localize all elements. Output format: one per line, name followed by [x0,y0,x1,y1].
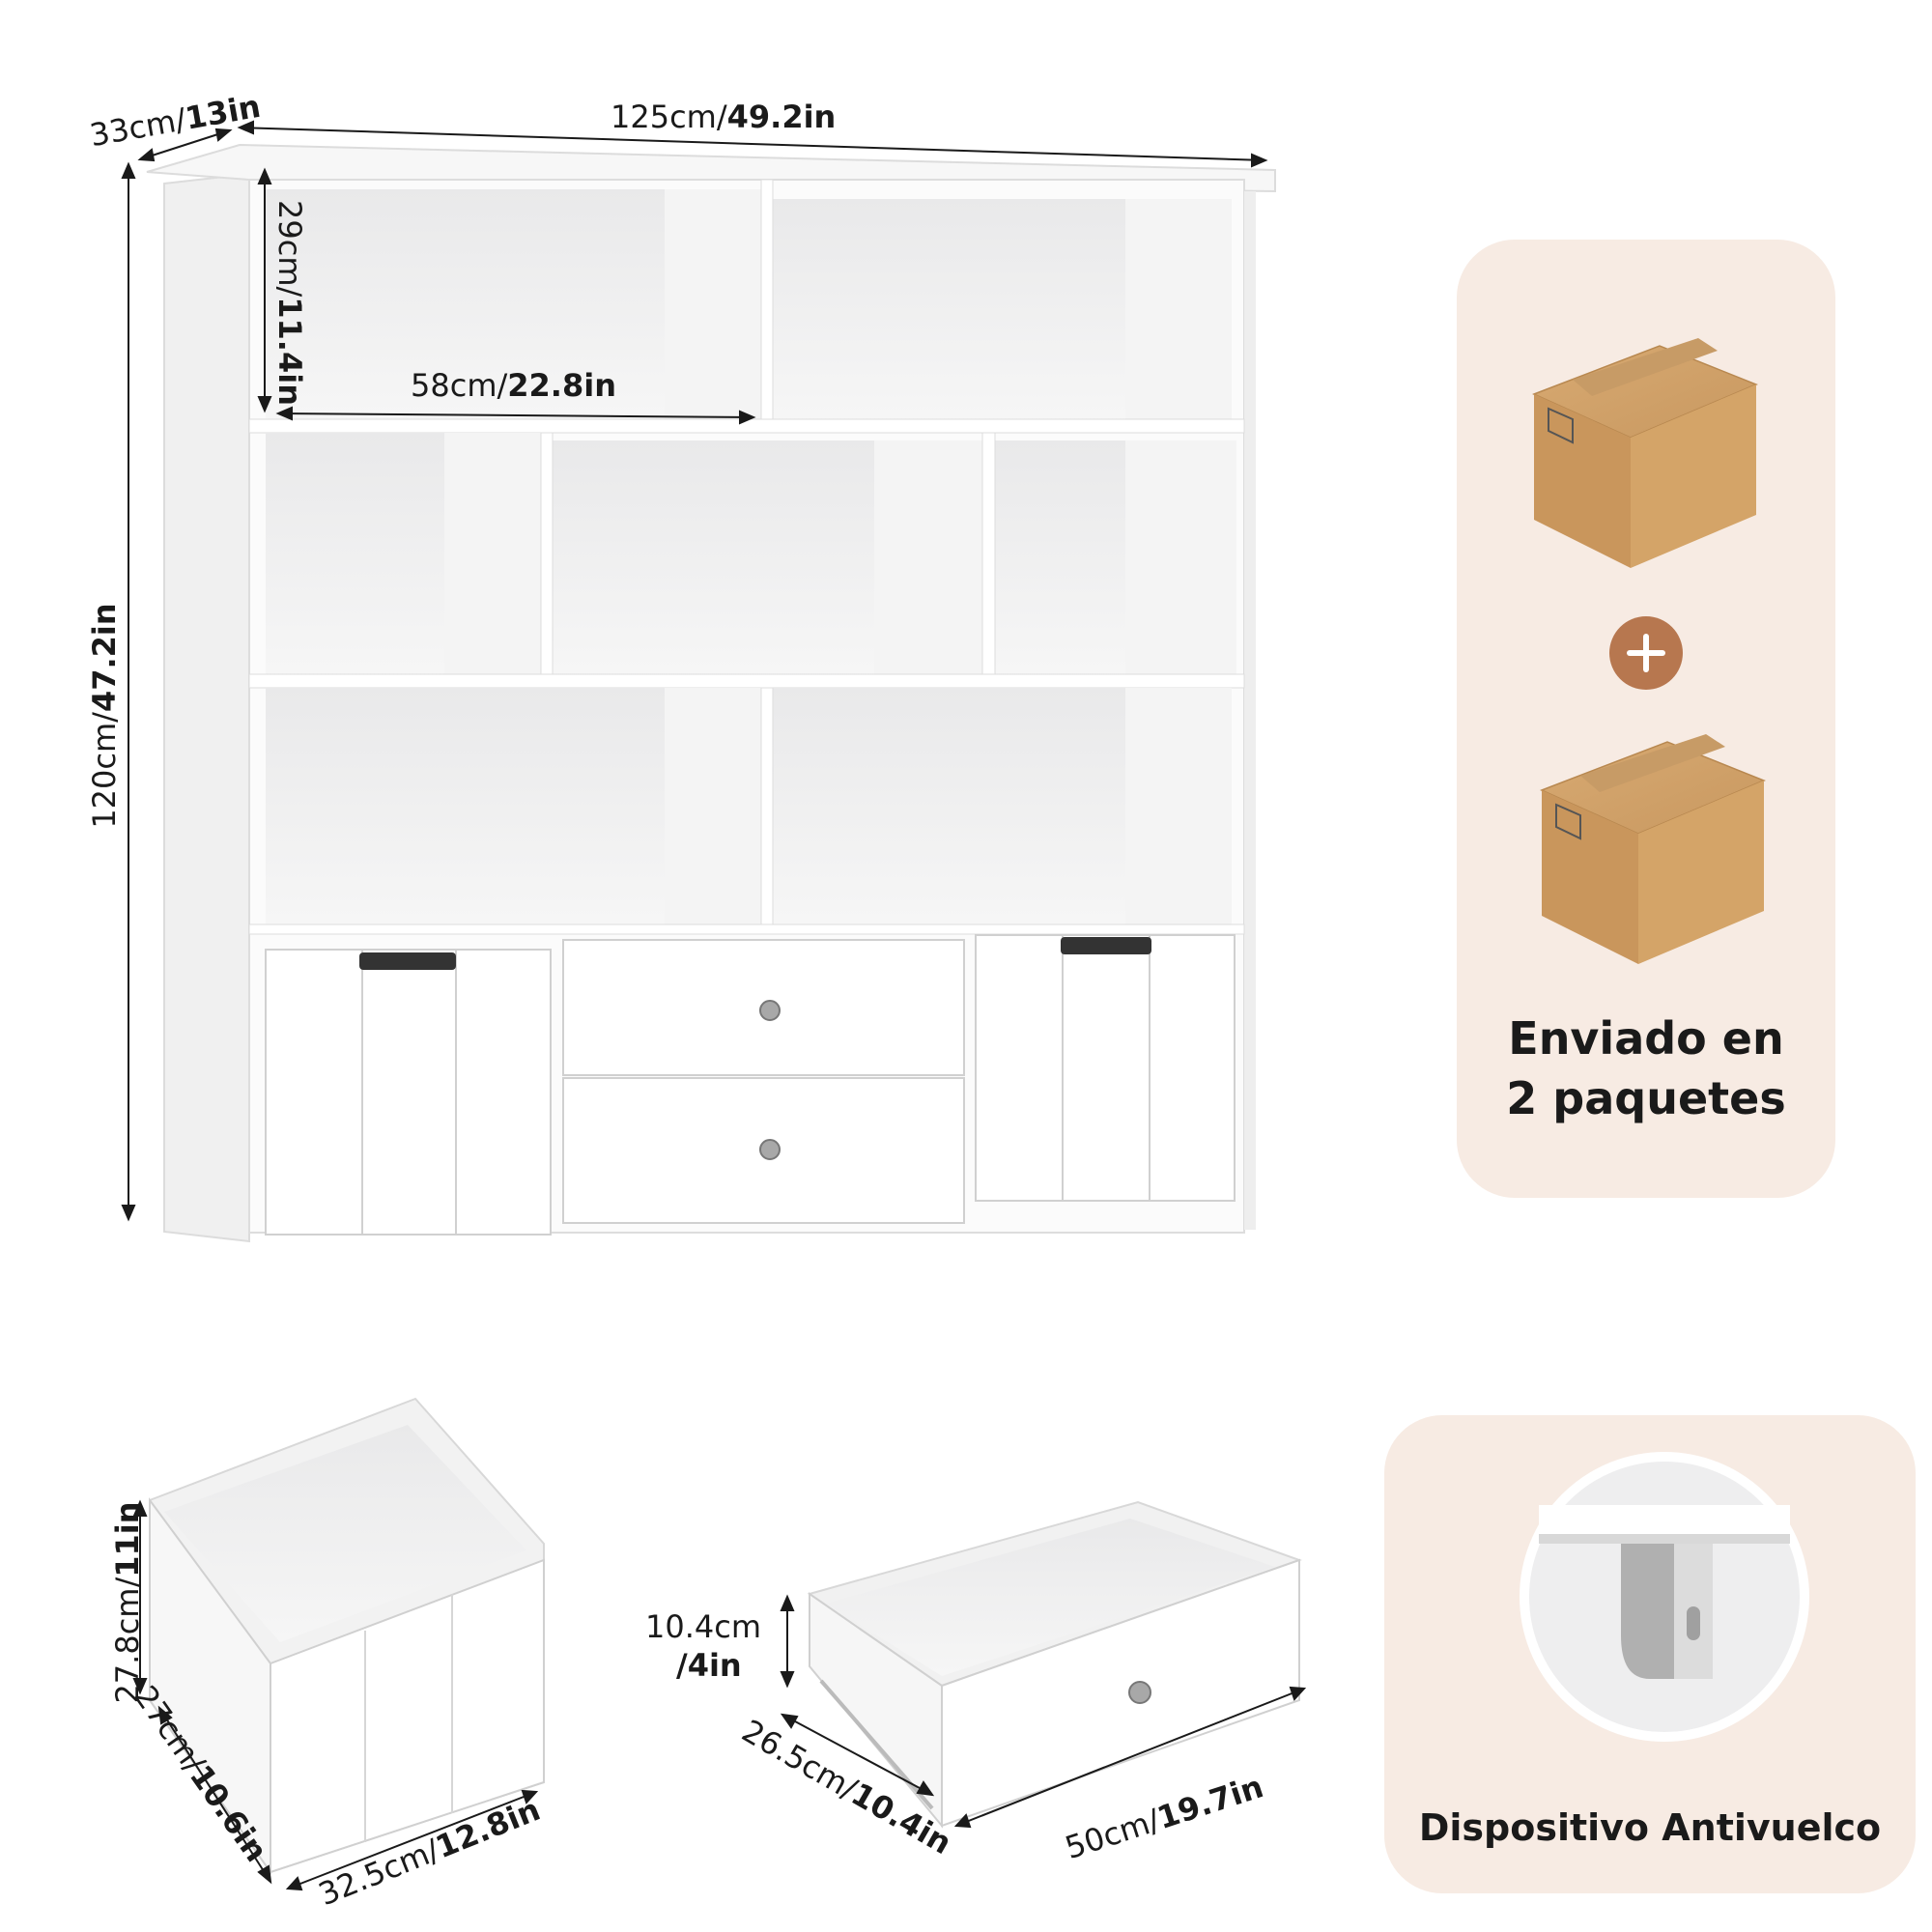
drawer-height-inch-label: /4in [676,1647,742,1684]
anti-tip-label: Dispositivo Antivuelco [1418,1806,1882,1849]
cube-width-dimension-label: 58cm/22.8in [411,367,616,404]
center-drawer-top [562,939,965,1076]
cardboard-box-icon [1540,734,1766,964]
anti-tip-card: Dispositivo Antivuelco [1384,1415,1916,1893]
bin-height-dimension-label: 27.8cm/11in [109,1501,146,1704]
drawer-height-dimension-label: 10.4cm [645,1608,762,1645]
shipping-line-2: 2 paquetes [1506,1072,1786,1124]
shipping-info-card: Enviado en 2 paquetes [1457,240,1835,1198]
storage-bin-illustration [149,1397,545,1876]
cube-height-dimension-label: 29cm/11.4in [271,200,308,406]
left-bin [265,949,552,1236]
right-bin [975,934,1236,1202]
shipping-line-1: Enviado en [1508,1012,1784,1065]
drawer-illustration [807,1500,1302,1829]
height-dimension-label: 120cm/47.2in [86,603,123,829]
center-drawer-bottom [562,1077,965,1224]
width-dimension-label: 125cm/49.2in [611,99,837,135]
plus-icon [1609,616,1683,690]
anti-tip-device-icon [1520,1452,1809,1742]
cardboard-box-icon [1532,338,1758,568]
